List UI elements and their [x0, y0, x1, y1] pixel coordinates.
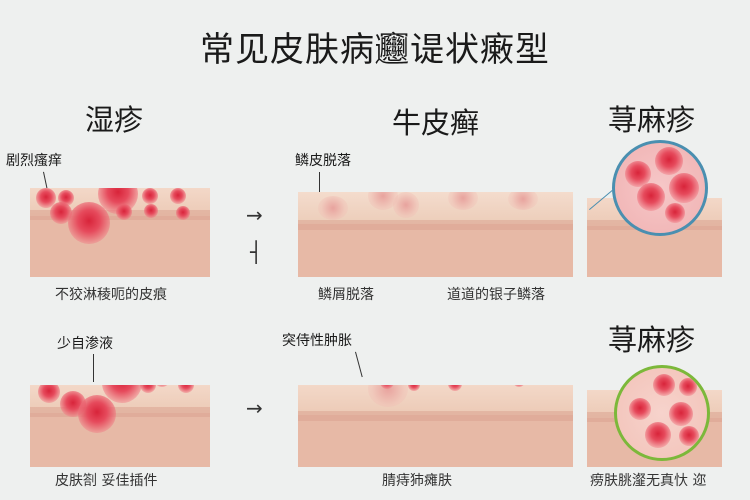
blister: [679, 378, 697, 396]
blister: [448, 385, 462, 391]
caption-row2-2: 腈痔犻瘫肤: [382, 473, 452, 489]
heading-eczema: 湿疹: [85, 103, 144, 137]
blister: [50, 202, 72, 224]
blister: [645, 422, 671, 448]
blister: [408, 385, 420, 391]
eczema-skin-diagram: [30, 188, 210, 277]
blister: [116, 204, 132, 220]
blister: [669, 173, 699, 203]
blister: [176, 206, 190, 220]
blister: [669, 402, 693, 426]
scale-patch: [368, 192, 398, 210]
blister: [154, 385, 170, 387]
heading-psoriasis: 牛皮癣: [392, 106, 480, 140]
swelling-skin-diagram: [298, 385, 573, 467]
scale-patch: [393, 192, 419, 218]
caption-eczema: 不狡淋稜呃的皮痕: [55, 287, 167, 303]
callout-scaling: 鳞皮脱落: [295, 153, 351, 169]
magnified-view-circle-2: [614, 365, 710, 461]
caption-psoriasis-2: 道道的银子鳞落: [447, 287, 545, 303]
blister: [68, 202, 110, 244]
magnified-view-circle: [612, 140, 708, 236]
psoriasis-skin-diagram: [298, 192, 573, 277]
arrow-icon: →: [246, 203, 263, 227]
blister: [625, 161, 651, 187]
leader-line: [355, 351, 363, 378]
blister: [665, 203, 685, 223]
leader-line: [319, 172, 320, 197]
blister: [629, 398, 651, 420]
heading-urticaria: 荨麻疹: [608, 103, 696, 137]
blister: [36, 188, 56, 208]
scale-patch: [318, 196, 348, 220]
blister: [380, 385, 394, 389]
arrow-icon: →: [246, 396, 263, 420]
caption-psoriasis-1: 鳞屑脱落: [318, 287, 374, 303]
blister: [78, 395, 116, 433]
blister: [655, 147, 683, 175]
eczema-skin-diagram-2: [30, 385, 210, 467]
blister: [144, 204, 158, 218]
blister: [653, 374, 675, 396]
scale-patch: [508, 192, 538, 210]
blister: [170, 188, 186, 204]
leader-line: [93, 354, 94, 382]
blister: [637, 183, 665, 211]
blister: [142, 188, 158, 204]
blister: [178, 385, 194, 393]
callout-itching: 剧烈瘙痒: [6, 153, 62, 169]
scale-patch: [448, 192, 478, 210]
page-title: 常见皮肤病𰻝𬤊状瘷𡋾: [200, 30, 550, 70]
callout-exudate: 少自渗液: [57, 336, 113, 352]
blister: [102, 385, 142, 403]
scale-patch: [368, 385, 408, 407]
blister: [38, 385, 60, 403]
blister: [140, 385, 156, 393]
heading-urticaria-2: 荨麻疹: [608, 323, 696, 357]
blister: [513, 385, 525, 387]
bracket-icon: ┤: [250, 240, 263, 264]
blister: [679, 426, 699, 446]
caption-row2-3: 痨肤朓瀣无真忕 迩: [590, 473, 707, 489]
callout-swelling: 突侍性肿胀: [282, 333, 352, 349]
caption-row2-1: 皮肤劄 妥佳插件: [55, 473, 158, 489]
